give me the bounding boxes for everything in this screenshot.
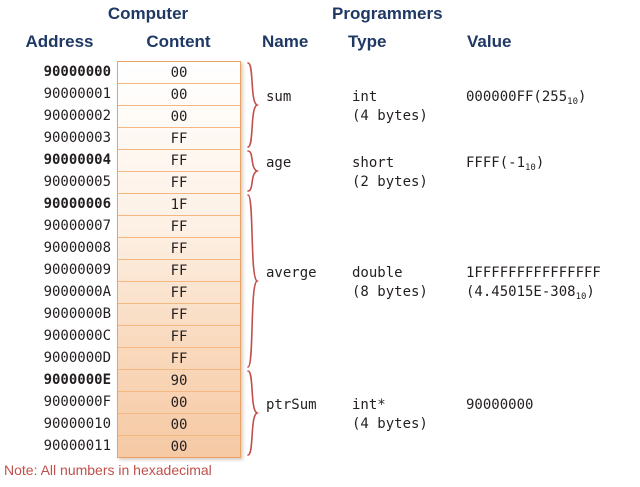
group-brace	[245, 369, 260, 457]
group-brace	[245, 61, 260, 149]
variable-type: int*	[352, 397, 386, 413]
memory-cell: FF	[118, 282, 240, 304]
variable-name: sum	[266, 89, 292, 105]
address-label: 90000000	[43, 64, 111, 80]
memory-cell: FF	[118, 216, 240, 238]
variable-type: double	[352, 265, 403, 281]
column-header-content: Content	[146, 32, 211, 51]
address-label: 9000000C	[43, 328, 111, 344]
memory-cell: FF	[118, 304, 240, 326]
group-brace	[245, 149, 260, 193]
address-label: 9000000B	[43, 306, 111, 322]
variable-size: (8 bytes)	[352, 284, 428, 300]
address-label: 9000000A	[43, 284, 111, 300]
column-header-name: Name	[262, 32, 309, 51]
address-label: 90000005	[43, 174, 111, 190]
variable-name: ptrSum	[266, 397, 317, 413]
memory-cell: FF	[118, 172, 240, 194]
group-brace	[245, 193, 259, 369]
variable-name: averge	[266, 265, 317, 281]
column-header-type: Type	[348, 32, 387, 51]
address-label: 9000000D	[43, 350, 111, 366]
column-header-value: Value	[467, 32, 512, 51]
memory-cell: 00	[118, 106, 240, 128]
figure-note: Note: All numbers in hexadecimal	[4, 462, 212, 478]
memory-cell: 1F	[118, 194, 240, 216]
memory-cell: FF	[118, 128, 240, 150]
address-label: 9000000F	[43, 394, 111, 410]
memory-cell: 00	[118, 392, 240, 414]
memory-cell: 00	[170, 439, 188, 455]
memory-cell: 00	[118, 62, 240, 84]
memory-cell: 90	[118, 370, 240, 392]
memory-cell: FF	[118, 348, 240, 370]
variable-type: short	[352, 155, 395, 171]
address-label: 90000006	[43, 196, 111, 212]
address-label: 90000011	[43, 438, 111, 454]
memory-cell: FF	[118, 150, 240, 172]
address-label: 90000001	[43, 86, 111, 102]
address-label: 90000002	[43, 108, 111, 124]
address-label: 90000004	[43, 152, 111, 168]
variable-value: 90000000	[466, 397, 534, 413]
variable-value: 000000FF(25510)	[466, 89, 587, 107]
variable-value-hex: 1FFFFFFFFFFFFFFF	[466, 265, 601, 281]
memory-cell: FF	[118, 326, 240, 348]
group-header-computer: Computer	[107, 4, 189, 23]
variable-name: age	[266, 155, 292, 171]
variable-size: (2 bytes)	[352, 174, 428, 190]
variable-value-decimal: (4.45015E-30810)	[466, 284, 595, 302]
variable-type: int	[352, 89, 378, 105]
address-label: 90000007	[43, 218, 111, 234]
address-label: 90000009	[43, 262, 111, 278]
memory-cell: FF	[118, 260, 240, 282]
address-label: 90000010	[43, 416, 111, 432]
address-label: 9000000E	[43, 372, 111, 388]
memory-cell: 00	[118, 84, 240, 106]
variable-value: FFFF(-110)	[466, 155, 545, 173]
memory-cell: 00	[118, 414, 240, 436]
memory-cell: FF	[118, 238, 240, 260]
column-header-address: Address	[25, 32, 94, 51]
group-header-programmers: Programmers	[332, 4, 443, 23]
variable-size: (4 bytes)	[352, 416, 428, 432]
address-label: 90000008	[43, 240, 111, 256]
variable-size: (4 bytes)	[352, 108, 428, 124]
address-label: 90000003	[43, 130, 111, 146]
